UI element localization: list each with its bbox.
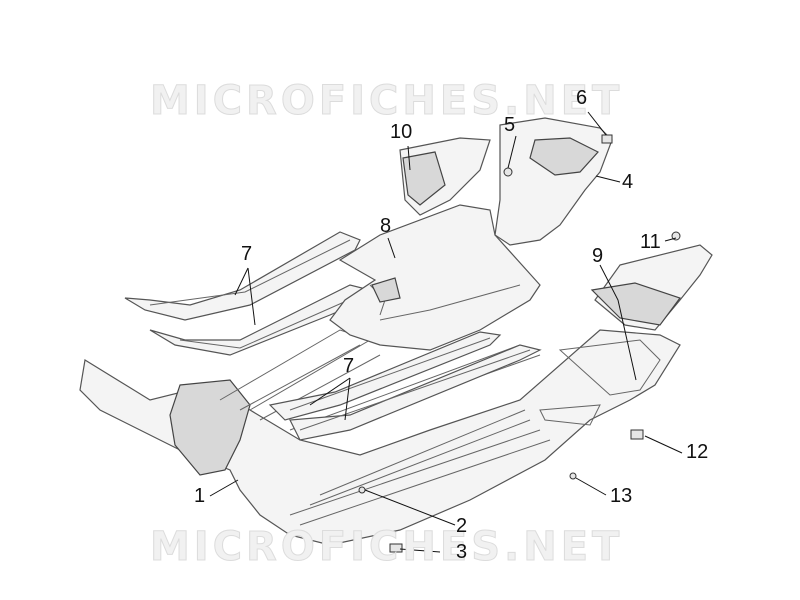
leader-lines — [209, 111, 683, 553]
callout-7-upper: 7 — [241, 243, 253, 265]
callout-10: 10 — [390, 121, 413, 143]
part-7-strips-lower — [268, 331, 542, 441]
callout-3: 3 — [456, 541, 468, 563]
part-12-clip — [630, 429, 644, 440]
callout-9: 9 — [592, 245, 604, 267]
callout-13: 13 — [610, 485, 633, 507]
callout-2: 2 — [456, 515, 468, 537]
part-5-screw — [503, 167, 513, 177]
callout-5: 5 — [504, 114, 516, 136]
callout-12: 12 — [686, 441, 709, 463]
callout-1: 1 — [194, 485, 206, 507]
part-4-leg-shield — [494, 117, 613, 246]
callout-11: 11 — [640, 231, 661, 253]
part-13-screw — [569, 472, 577, 480]
part-8-tunnel — [329, 204, 541, 351]
part-10-cover — [399, 137, 491, 216]
part-6-clip — [601, 134, 613, 144]
part-9-footrest — [590, 244, 713, 331]
part-11-screw — [671, 231, 681, 241]
callout-8: 8 — [380, 215, 392, 237]
watermark-bottom: MICROFICHES.NET — [150, 524, 624, 571]
part-2-screw — [358, 486, 366, 494]
part-3-clip — [389, 543, 403, 553]
part-1-footboard — [79, 329, 681, 546]
watermark-top: MICROFICHES.NET — [150, 78, 624, 125]
callout-6: 6 — [576, 87, 588, 109]
callout-7-lower: 7 — [343, 355, 355, 377]
callout-4: 4 — [622, 171, 634, 193]
hardware — [358, 134, 681, 553]
